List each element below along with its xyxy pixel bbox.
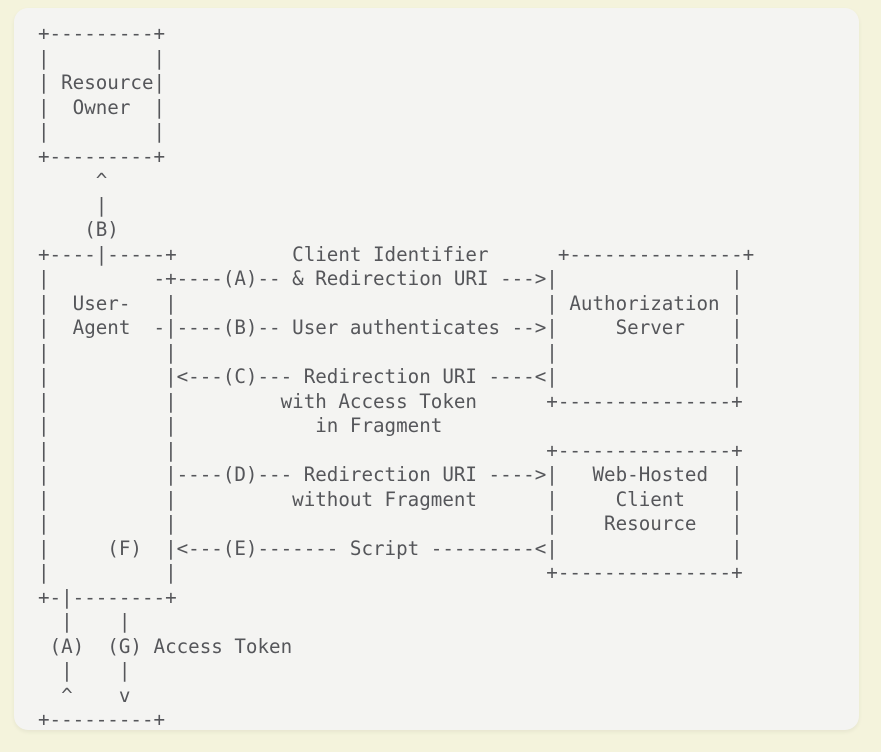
oauth-implicit-grant-ascii-diagram: +---------+ | | | Resource| | Owner | | … [38,22,755,730]
ascii-art-panel: +---------+ | | | Resource| | Owner | | … [14,8,859,730]
